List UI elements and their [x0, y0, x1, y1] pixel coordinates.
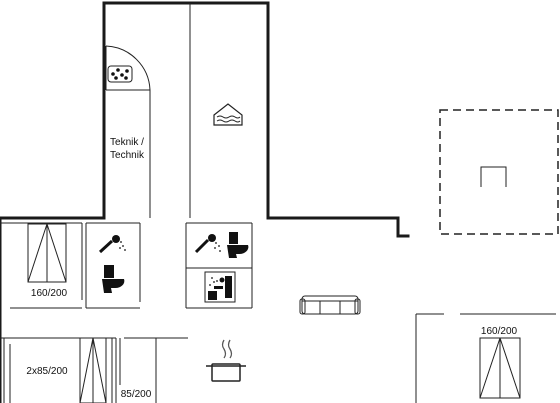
boiler-icon [107, 65, 133, 83]
terrace [439, 109, 559, 235]
toilet-icon [102, 265, 125, 293]
wc [194, 232, 249, 258]
technic-label-de: Technik [110, 150, 145, 161]
bed-right: 160/200 [479, 326, 521, 399]
technic-label: Teknik / [110, 137, 144, 148]
bed-bottom-mid: 85/200 [119, 338, 152, 400]
bed-top-left: 160/200 [27, 223, 68, 299]
interior-walls [0, 3, 556, 403]
shower-icon [194, 234, 221, 254]
terrace-icon [480, 166, 507, 187]
outer-walls [0, 1, 410, 403]
bed-size-label: 160/200 [31, 288, 68, 299]
sauna-icon [204, 271, 236, 303]
bed-size-label: 85/200 [121, 389, 152, 400]
bed-size-label: 160/200 [481, 326, 518, 337]
pool-icon [213, 103, 243, 126]
toilet-icon [227, 232, 249, 258]
technic-room: Teknik / Technik [105, 45, 151, 161]
shower-icon [98, 235, 126, 254]
bed-size-label: 2x85/200 [26, 366, 68, 377]
cooking-pot-icon [206, 339, 246, 382]
sofa-icon [299, 295, 361, 315]
bathroom-1 [98, 235, 126, 293]
bed-bottom-left: 2x85/200 [26, 337, 107, 403]
